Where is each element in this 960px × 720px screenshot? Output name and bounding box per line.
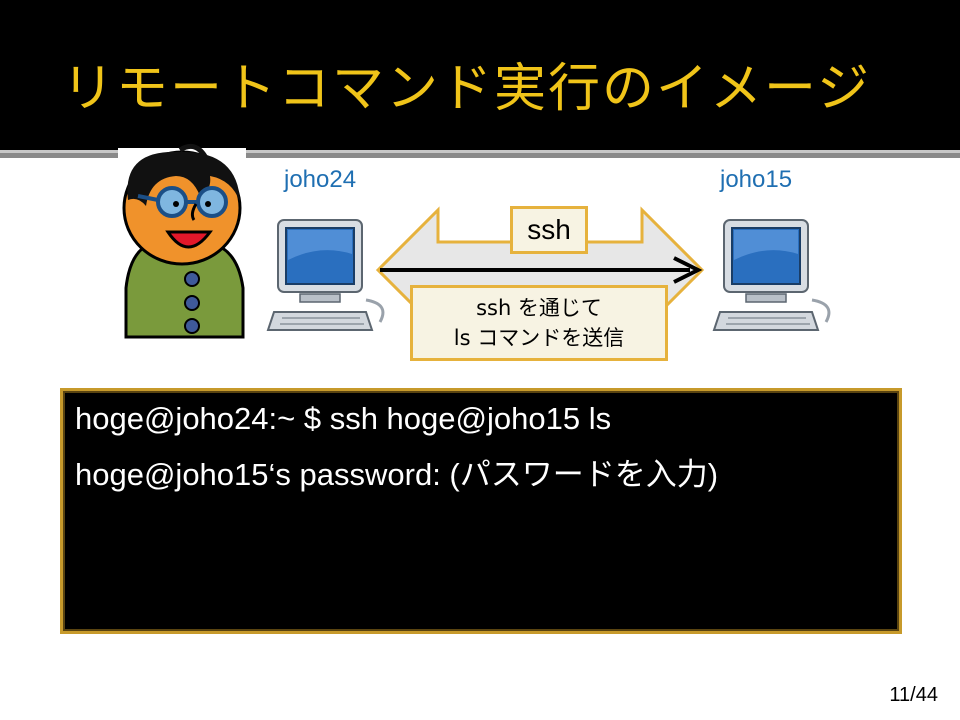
left-host-label: joho24 — [284, 166, 357, 193]
command-flow-arrow — [380, 256, 703, 284]
caption-line: ssh を通じて — [476, 296, 602, 320]
slide-title: リモートコマンド実行のイメージ — [62, 59, 871, 119]
caption-box: ssh を通じて ls コマンドを送信 — [410, 285, 668, 361]
right-host-label: joho15 — [720, 166, 793, 193]
ssh-label: ssh — [527, 214, 571, 245]
person-icon — [118, 143, 246, 340]
computer-icon — [266, 219, 385, 331]
computer-icon — [712, 219, 831, 331]
terminal-window: hoge@joho24:~ $ ssh hoge@joho15 ls hoge@… — [60, 388, 902, 634]
title-bar: リモートコマンド実行のイメージ — [0, 0, 960, 150]
terminal-line: hoge@joho24:~ $ ssh hoge@joho15 ls — [75, 401, 612, 436]
title-divider — [0, 150, 960, 158]
ssh-label-box: ssh — [510, 206, 588, 254]
caption-line: ls コマンドを送信 — [453, 326, 625, 350]
terminal-line: hoge@joho15‘s password: (パスワードを入力) — [75, 457, 719, 492]
page-number: 11/44 — [889, 684, 938, 706]
